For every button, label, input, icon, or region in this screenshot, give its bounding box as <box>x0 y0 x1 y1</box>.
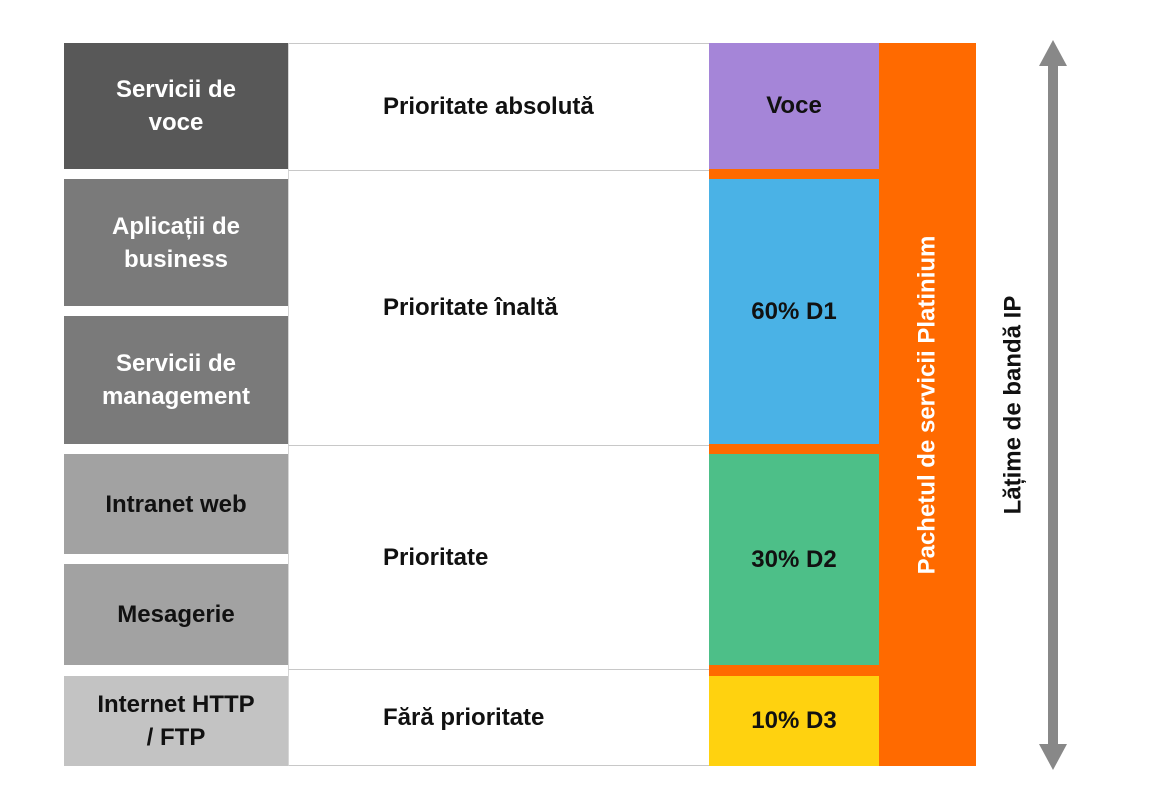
package-bar: Pachetul de servicii Platinium <box>879 43 976 766</box>
bandwidth-box-d1: 60% D1 <box>709 179 879 444</box>
axis-label-container: Lățime de bandă IP <box>993 43 1033 766</box>
axis-label: Lățime de bandă IP <box>999 295 1026 514</box>
service-box-internet: Internet HTTP / FTP <box>64 676 288 766</box>
service-box-intranet: Intranet web <box>64 454 288 554</box>
bandwidth-box-d3: 10% D3 <box>709 676 879 766</box>
service-box-voce: Servicii de voce <box>64 43 288 169</box>
double-arrow-icon <box>1039 40 1067 770</box>
priority-band-absolute: Prioritate absolută <box>288 43 709 171</box>
bandwidth-box-voce: Voce <box>709 43 879 169</box>
service-box-messaging: Mesagerie <box>64 564 288 665</box>
service-box-business-apps: Aplicații de business <box>64 179 288 306</box>
priority-band-none: Fără prioritate <box>288 670 709 766</box>
package-label: Pachetul de servicii Platinium <box>913 235 941 574</box>
service-box-management: Servicii de management <box>64 316 288 444</box>
bandwidth-box-d2: 30% D2 <box>709 454 879 665</box>
priority-band-high: Prioritate înaltă <box>288 171 709 446</box>
priority-band-normal: Prioritate <box>288 446 709 670</box>
